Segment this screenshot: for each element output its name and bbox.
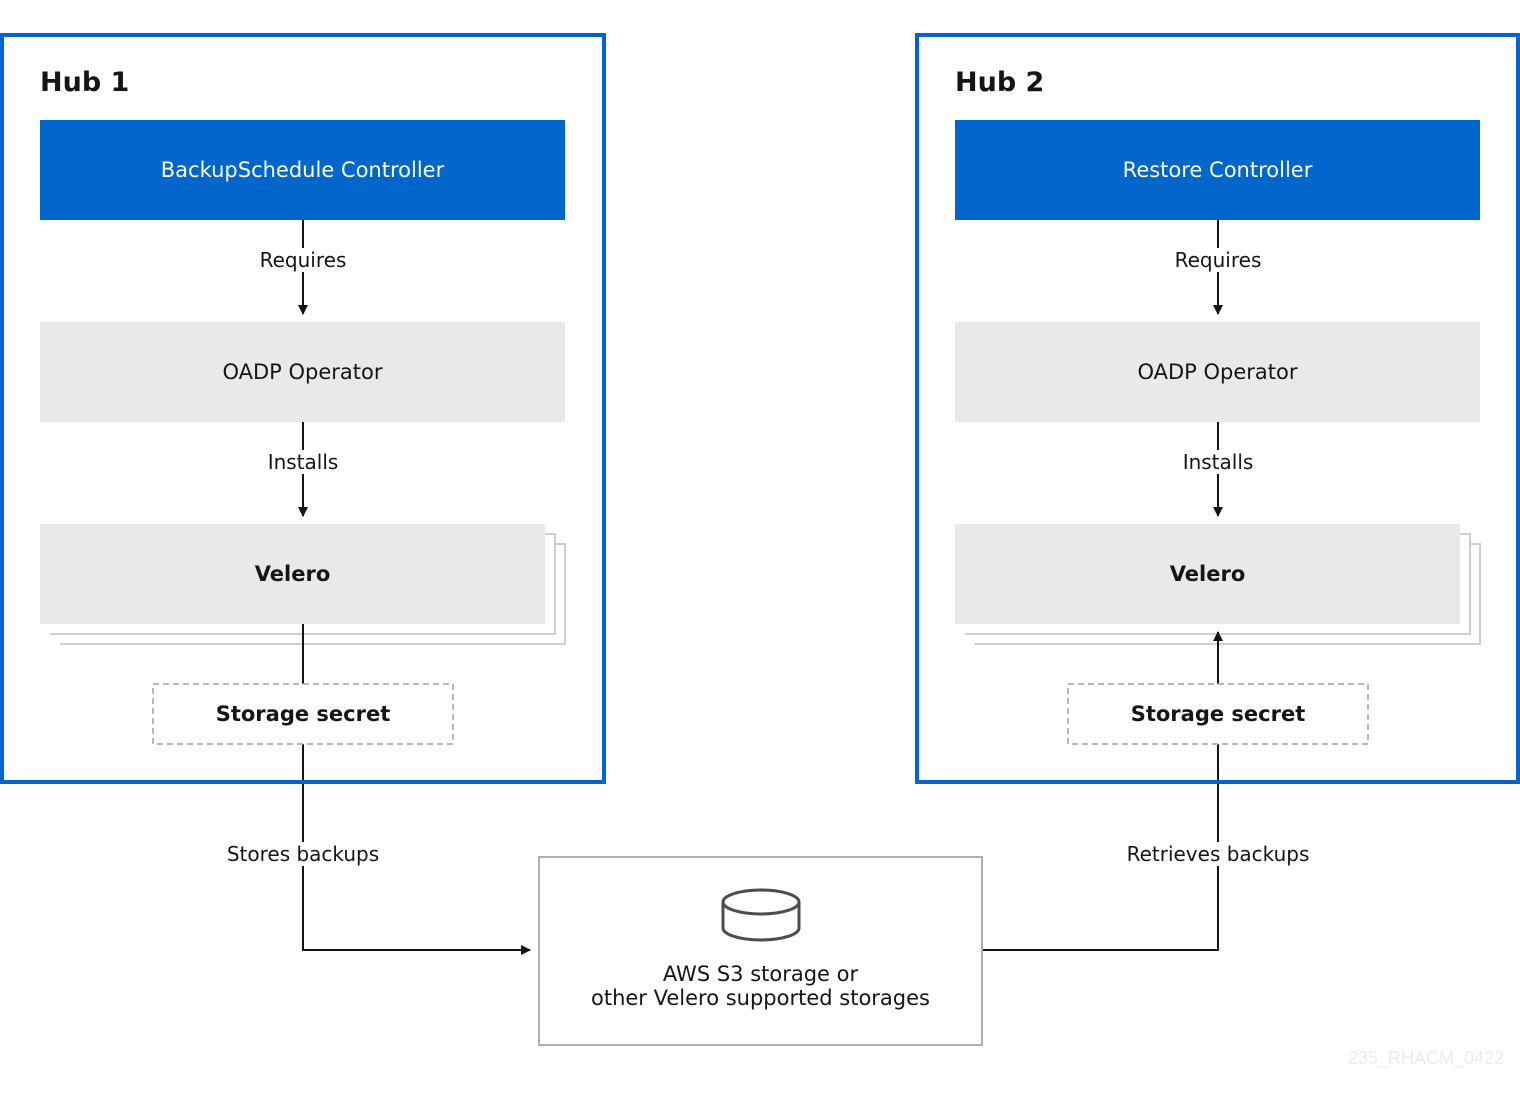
hub1-requires-label: Requires — [253, 248, 353, 272]
hub1-secret-label: Storage secret — [209, 702, 397, 726]
storage-label: AWS S3 storage or other Velero supported… — [591, 962, 930, 1010]
hub2-operator-label: OADP Operator — [1137, 360, 1298, 384]
hub1-operator-label: OADP Operator — [222, 360, 383, 384]
hub2-installs-label: Installs — [1176, 450, 1260, 474]
hub1-velero: Velero — [40, 524, 545, 624]
hub1-frame — [0, 33, 606, 784]
hub2-requires-label: Requires — [1168, 248, 1268, 272]
hub1-installs-label: Installs — [261, 450, 345, 474]
hub2-frame — [915, 33, 1520, 784]
stores-backups-label: Stores backups — [220, 842, 386, 866]
hub1-storage-secret: Storage secret — [153, 684, 453, 744]
hub1-controller-label: BackupSchedule Controller — [160, 158, 445, 182]
storage-label-line2: other Velero supported storages — [591, 986, 930, 1010]
retrieves-backups-label: Retrieves backups — [1120, 842, 1316, 866]
hub2-storage-secret: Storage secret — [1068, 684, 1368, 744]
hub2-velero-label: Velero — [1169, 562, 1246, 586]
storage-label-line1: AWS S3 storage or — [662, 962, 859, 986]
database-icon — [721, 888, 801, 942]
hub2-restore-controller: Restore Controller — [955, 120, 1480, 220]
hub2-oadp-operator: OADP Operator — [955, 322, 1480, 422]
hub2-title: Hub 2 — [955, 67, 1045, 98]
hub2-secret-label: Storage secret — [1124, 702, 1312, 726]
hub2-controller-label: Restore Controller — [1122, 158, 1313, 182]
hub1-velero-label: Velero — [254, 562, 331, 586]
hub2-velero: Velero — [955, 524, 1460, 624]
hub1-title: Hub 1 — [40, 67, 130, 98]
hub1-oadp-operator: OADP Operator — [40, 322, 565, 422]
figure-id-watermark: 235_RHACM_0422 — [1348, 1048, 1505, 1068]
hub1-backupschedule-controller: BackupSchedule Controller — [40, 120, 565, 220]
backup-storage: AWS S3 storage or other Velero supported… — [538, 856, 983, 1046]
